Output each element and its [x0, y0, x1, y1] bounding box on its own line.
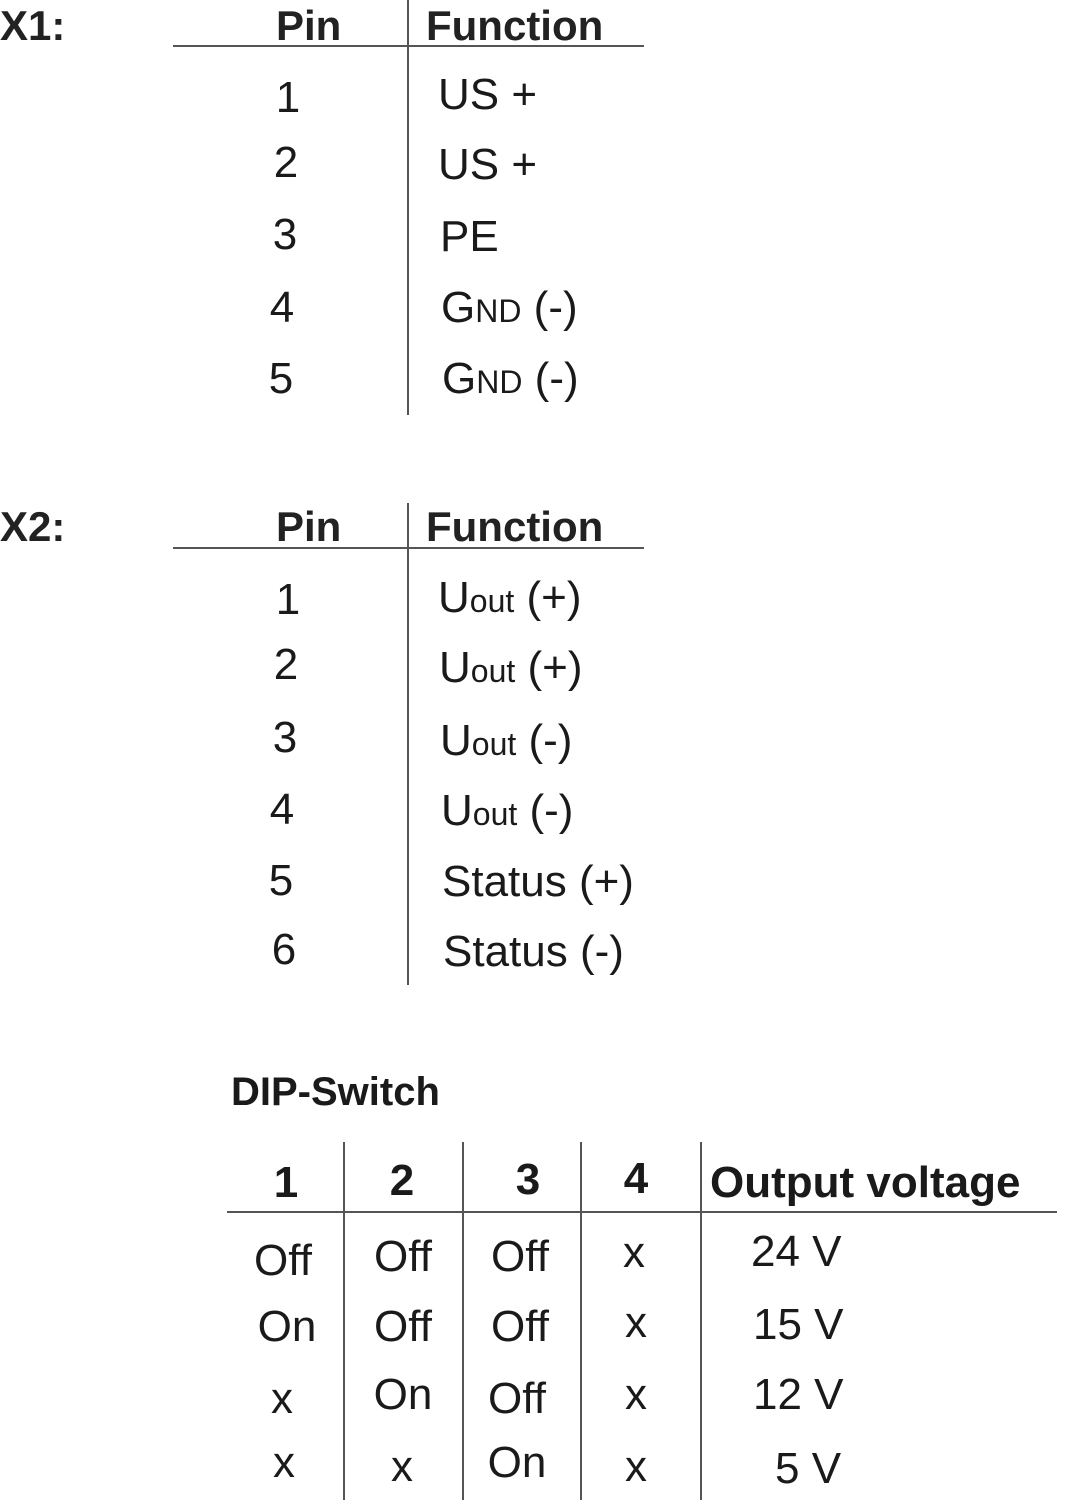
x1-pin: 5 — [268, 354, 294, 403]
x1-pin-header: Pin — [276, 2, 342, 49]
x2-function: Uout (+) — [438, 573, 582, 622]
x2-pin: 1 — [275, 575, 301, 624]
dip-header-4: 4 — [623, 1154, 649, 1203]
dip-cell: On — [257, 1302, 317, 1351]
x2-function: Uout (-) — [441, 786, 574, 835]
dip-column-divider-4 — [700, 1142, 702, 1500]
dip-cell: Off — [488, 1374, 546, 1423]
dip-output-voltage: 12 V — [753, 1370, 844, 1419]
x1-pin: 4 — [269, 283, 295, 332]
x1-label: X1: — [0, 2, 66, 49]
dip-header-1: 1 — [273, 1158, 299, 1207]
x2-column-divider — [407, 503, 409, 985]
dip-column-divider-1 — [343, 1142, 345, 1500]
dip-cell: x — [625, 1442, 647, 1491]
dip-cell: Off — [374, 1302, 432, 1351]
x2-pin: 5 — [268, 856, 294, 905]
x2-pin: 3 — [272, 713, 298, 762]
dip-switch-title: DIP-Switch — [231, 1070, 440, 1114]
dip-cell: On — [487, 1438, 547, 1487]
x2-label: X2: — [0, 503, 66, 550]
x2-function: Uout (+) — [439, 643, 583, 692]
dip-column-divider-2 — [462, 1142, 464, 1500]
x1-function: GND (-) — [442, 354, 579, 403]
dip-header-output-voltage: Output voltage — [710, 1158, 1021, 1207]
x2-pin: 2 — [273, 640, 299, 689]
dip-cell: x — [273, 1438, 295, 1487]
dip-cell: x — [625, 1370, 647, 1419]
x1-function: US + — [438, 140, 538, 189]
dip-output-voltage: 24 V — [751, 1227, 842, 1276]
x1-column-divider — [407, 0, 409, 415]
x1-pin: 1 — [275, 73, 301, 122]
dip-cell: Off — [491, 1302, 549, 1351]
dip-output-voltage: 5 V — [775, 1444, 842, 1493]
x2-function: Status (+) — [442, 857, 634, 906]
x1-function: PE — [440, 212, 499, 261]
dip-cell: Off — [374, 1232, 432, 1281]
x1-pin: 3 — [272, 210, 298, 259]
x2-function: Uout (-) — [440, 716, 573, 765]
dip-cell: x — [625, 1298, 647, 1347]
dip-column-divider-3 — [580, 1142, 582, 1500]
dip-cell: On — [373, 1370, 433, 1419]
x1-function-header: Function — [426, 2, 604, 49]
dip-header-3: 3 — [515, 1155, 541, 1204]
dip-cell: x — [391, 1442, 413, 1491]
dip-cell: Off — [254, 1236, 312, 1285]
dip-cell: x — [271, 1374, 293, 1423]
x2-pin: 6 — [271, 925, 297, 974]
x1-pin: 2 — [273, 138, 299, 187]
x2-function-header: Function — [426, 503, 604, 550]
x1-function: US + — [438, 70, 538, 119]
dip-cell: x — [623, 1228, 645, 1277]
x1-function: GND (-) — [441, 283, 578, 332]
x2-pin-header: Pin — [276, 503, 342, 550]
dip-output-voltage: 15 V — [753, 1300, 844, 1349]
x2-pin: 4 — [269, 785, 295, 834]
x2-function: Status (-) — [443, 927, 624, 976]
dip-header-rule — [227, 1211, 1057, 1213]
dip-cell: Off — [491, 1232, 549, 1281]
dip-header-2: 2 — [389, 1156, 415, 1205]
